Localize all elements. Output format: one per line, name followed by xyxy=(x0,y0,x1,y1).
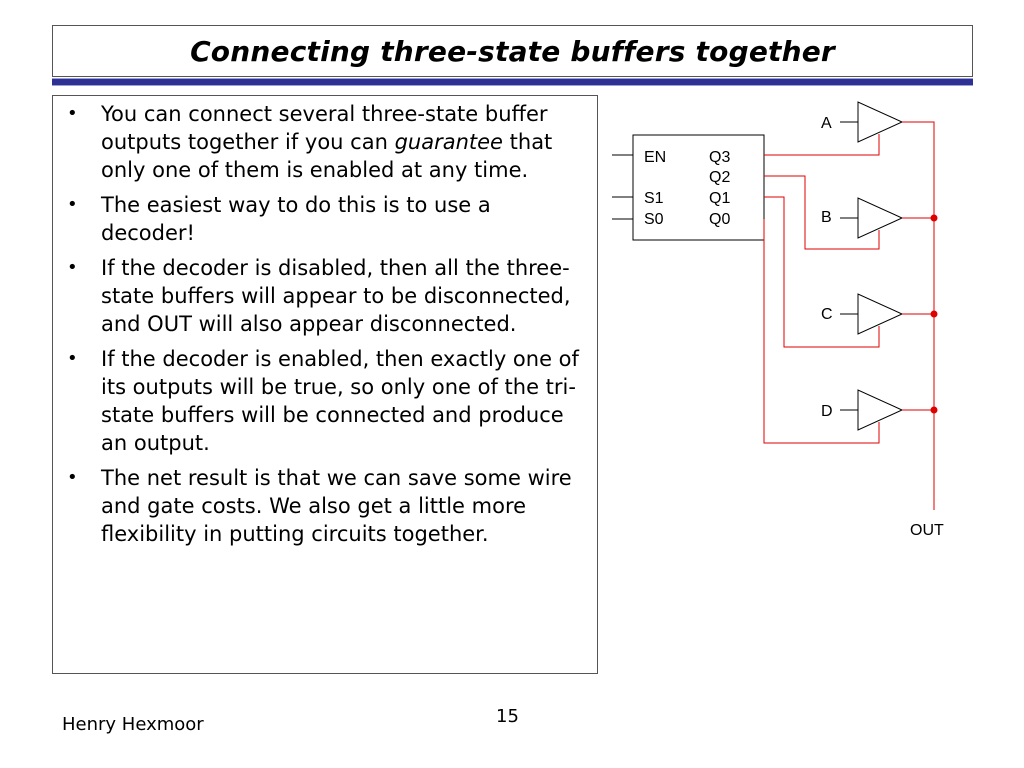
title-underline-bar xyxy=(52,78,973,86)
junction-dot-d xyxy=(930,406,938,414)
buffer-a-output-wire xyxy=(902,121,935,510)
title-box: Connecting three-state buffers together xyxy=(52,25,973,77)
q1-enable-wire xyxy=(764,196,880,348)
q2-enable-wire xyxy=(764,175,880,250)
bullet-dot-icon: • xyxy=(67,467,78,488)
q3-enable-wire xyxy=(764,134,880,156)
q0-enable-wire xyxy=(763,219,880,444)
decoder-output-q1: Q1 xyxy=(709,190,730,207)
junction-dot-c xyxy=(930,310,938,318)
buffer-label-a: A xyxy=(821,115,832,132)
bullet-text: If the decoder is disabled, then all the… xyxy=(101,256,571,336)
output-label: OUT xyxy=(910,522,944,539)
bullet-item: • The net result is that we can save some… xyxy=(67,464,587,548)
bullet-text: The net result is that we can save some … xyxy=(101,466,572,546)
decoder-buffer-diagram: EN S1 S0 Q3 Q2 Q1 Q0 A B C D OUT xyxy=(612,101,944,539)
decoder-output-q2: Q2 xyxy=(709,169,730,186)
decoder-input-s0: S0 xyxy=(644,211,664,228)
decoder-input-s1: S1 xyxy=(644,190,664,207)
buffer-label-d: D xyxy=(821,403,833,420)
buffer-c-triangle xyxy=(857,293,904,335)
junction-dot-b xyxy=(930,214,938,222)
buffer-label-b: B xyxy=(821,209,832,226)
bullet-dot-icon: • xyxy=(67,257,78,278)
decoder-box xyxy=(632,134,765,241)
bullet-item: • You can connect several three-state buf… xyxy=(67,100,587,184)
buffer-a-triangle xyxy=(857,101,904,143)
decoder-output-q0: Q0 xyxy=(709,211,730,228)
page-number: 15 xyxy=(496,706,519,727)
bullet-text: that only one of them is enabled at any … xyxy=(101,130,553,182)
buffer-label-c: C xyxy=(821,306,833,323)
bullet-item: • If the decoder is enabled, then exactly… xyxy=(67,345,587,457)
bullet-text: You can connect several three-state buff… xyxy=(101,102,548,154)
bullet-text: If the decoder is enabled, then exactly … xyxy=(101,347,579,455)
bullet-text: guarantee xyxy=(394,130,503,154)
footer-author: Henry Hexmoor xyxy=(62,714,204,735)
bullet-dot-icon: • xyxy=(67,348,78,369)
buffer-b-triangle xyxy=(857,197,904,239)
bullet-dot-icon: • xyxy=(67,194,78,215)
buffer-d-triangle xyxy=(857,389,904,431)
slide-title: Connecting three-state buffers together xyxy=(190,34,835,68)
bullet-list: • You can connect several three-state buf… xyxy=(67,100,587,555)
bullet-item: • If the decoder is disabled, then all th… xyxy=(67,254,587,338)
decoder-output-q3: Q3 xyxy=(709,149,730,166)
bullet-text: The easiest way to do this is to use a d… xyxy=(101,193,491,245)
bullet-item: • The easiest way to do this is to use a … xyxy=(67,191,587,247)
decoder-input-en: EN xyxy=(644,149,666,166)
bullet-text-box: • You can connect several three-state buf… xyxy=(52,95,598,674)
bullet-dot-icon: • xyxy=(67,103,78,124)
